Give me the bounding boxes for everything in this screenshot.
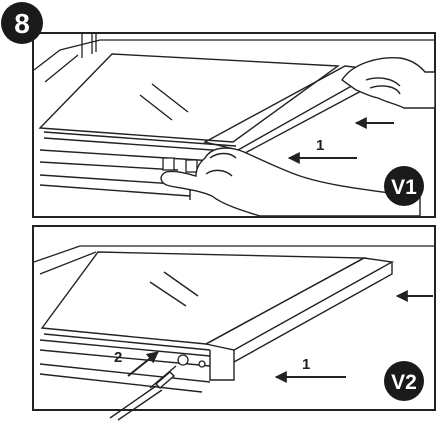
trim-clips bbox=[162, 157, 198, 173]
screwdriver bbox=[109, 365, 177, 421]
door-trim-v2 bbox=[39, 257, 395, 393]
left-hand bbox=[160, 147, 421, 217]
v2-arrow-2-label: 2 bbox=[114, 349, 122, 366]
v1-badge-label: V1 bbox=[391, 176, 417, 199]
v2-badge: V2 bbox=[384, 361, 424, 401]
step-badge: 8 bbox=[1, 2, 43, 44]
screw-holes bbox=[177, 354, 206, 368]
oven-frame-lines-v2 bbox=[33, 245, 435, 275]
step-badge-label: 8 bbox=[14, 8, 30, 39]
v2-arrow-2 bbox=[127, 351, 159, 377]
oven-frame-lines bbox=[33, 34, 435, 83]
v2-arrow-1-label: 1 bbox=[302, 356, 310, 373]
glass-panel bbox=[38, 53, 341, 153]
v1-badge: V1 bbox=[384, 166, 424, 206]
door-trim bbox=[39, 65, 383, 200]
v1-arrow-1-label: 1 bbox=[316, 137, 324, 154]
v2-badge-label: V2 bbox=[391, 371, 417, 394]
panel-v1: 1 V1 bbox=[32, 32, 436, 218]
panel-v2: 1 2 V2 bbox=[32, 225, 436, 421]
right-hand bbox=[341, 57, 436, 109]
